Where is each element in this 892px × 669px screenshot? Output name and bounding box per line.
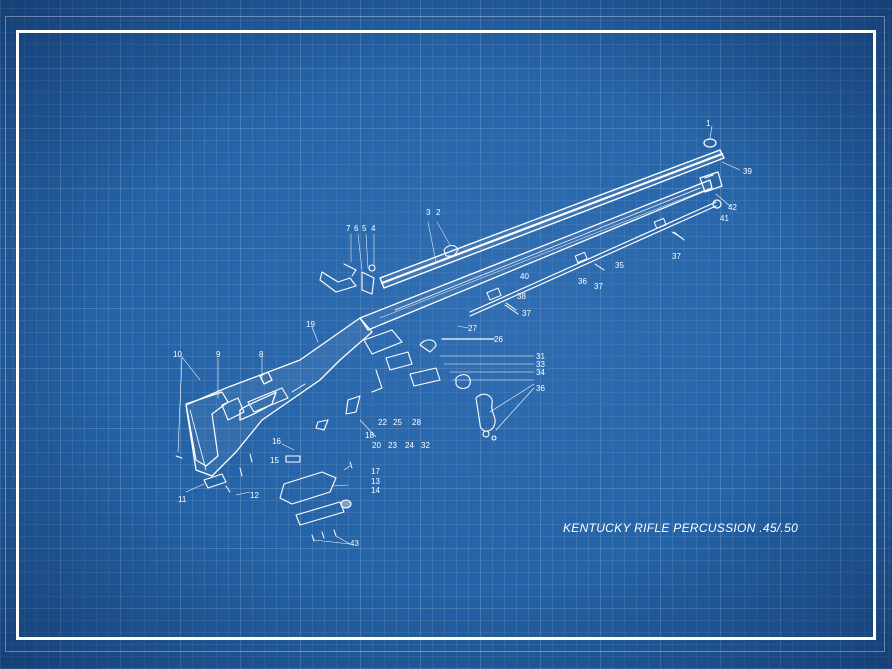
muzzle-cap	[703, 138, 717, 148]
part-label: 23	[388, 441, 397, 450]
part-label: 41	[720, 214, 729, 223]
part-label: 24	[405, 441, 414, 450]
part-label: 8	[259, 350, 264, 359]
part-label: 27	[468, 324, 477, 333]
screws	[175, 231, 683, 542]
part-label: 22	[378, 418, 387, 427]
part-label: 17	[371, 467, 380, 476]
part-label: 11	[178, 495, 187, 504]
part-label: 2	[436, 208, 441, 217]
part-label: 7	[346, 224, 351, 233]
part-label: 14	[371, 486, 380, 495]
part-label: 1	[706, 119, 711, 128]
part-label: 28	[412, 418, 421, 427]
drawing-title: KENTUCKY RIFLE PERCUSSION .45/.50	[563, 521, 799, 535]
part-label: 39	[743, 167, 752, 176]
part-label: 3	[426, 208, 431, 217]
part-label: 26	[494, 335, 503, 344]
ramrod	[469, 199, 722, 317]
part-label-36b: 36	[536, 384, 545, 393]
ramrod-pipes	[486, 217, 685, 315]
part-label: 15	[270, 456, 279, 465]
part-label: 37	[672, 252, 681, 261]
inner-frame	[16, 30, 876, 640]
part-label: 31	[536, 352, 545, 361]
breech-plug	[427, 221, 459, 263]
part-label: 25	[393, 418, 402, 427]
part-label: 5	[362, 224, 367, 233]
part-label-37c: 37	[522, 309, 531, 318]
part-label: 43	[350, 539, 359, 548]
lock-assembly	[315, 329, 471, 431]
part-label: 35	[615, 261, 624, 270]
butt-stock	[185, 317, 373, 477]
part-label: 32	[421, 441, 430, 450]
nose-cap	[699, 171, 723, 193]
part-label: 40	[520, 272, 529, 281]
patch-box	[221, 387, 289, 421]
part-label-37b: 37	[594, 282, 603, 291]
part-label: 18	[365, 431, 374, 440]
side-plate	[475, 393, 497, 441]
leader-lines	[177, 125, 741, 545]
outer-frame	[5, 16, 885, 652]
part-label: 4	[371, 224, 376, 233]
part-label: 13	[371, 477, 380, 486]
stock	[359, 179, 713, 331]
part-labels: 1 2 3 4 5 6 7 8 9 10 11 12 13 14 15 16 1…	[173, 119, 752, 548]
part-label: 36	[578, 277, 587, 286]
part-label: 38	[517, 292, 526, 301]
part-label: 9	[216, 350, 221, 359]
part-label: 6	[354, 224, 359, 233]
butt-plate	[185, 391, 229, 467]
part-label: 42	[728, 203, 737, 212]
part-label: 16	[272, 437, 281, 446]
trigger-assembly	[319, 233, 376, 295]
trigger-plates	[203, 455, 352, 526]
part-label: 19	[306, 320, 315, 329]
part-label: 20	[372, 441, 381, 450]
part-label: 34	[536, 368, 545, 377]
barrel	[379, 149, 725, 289]
part-label: 33	[536, 360, 545, 369]
part-label: 12	[250, 491, 259, 500]
part-label: 10	[173, 350, 182, 359]
